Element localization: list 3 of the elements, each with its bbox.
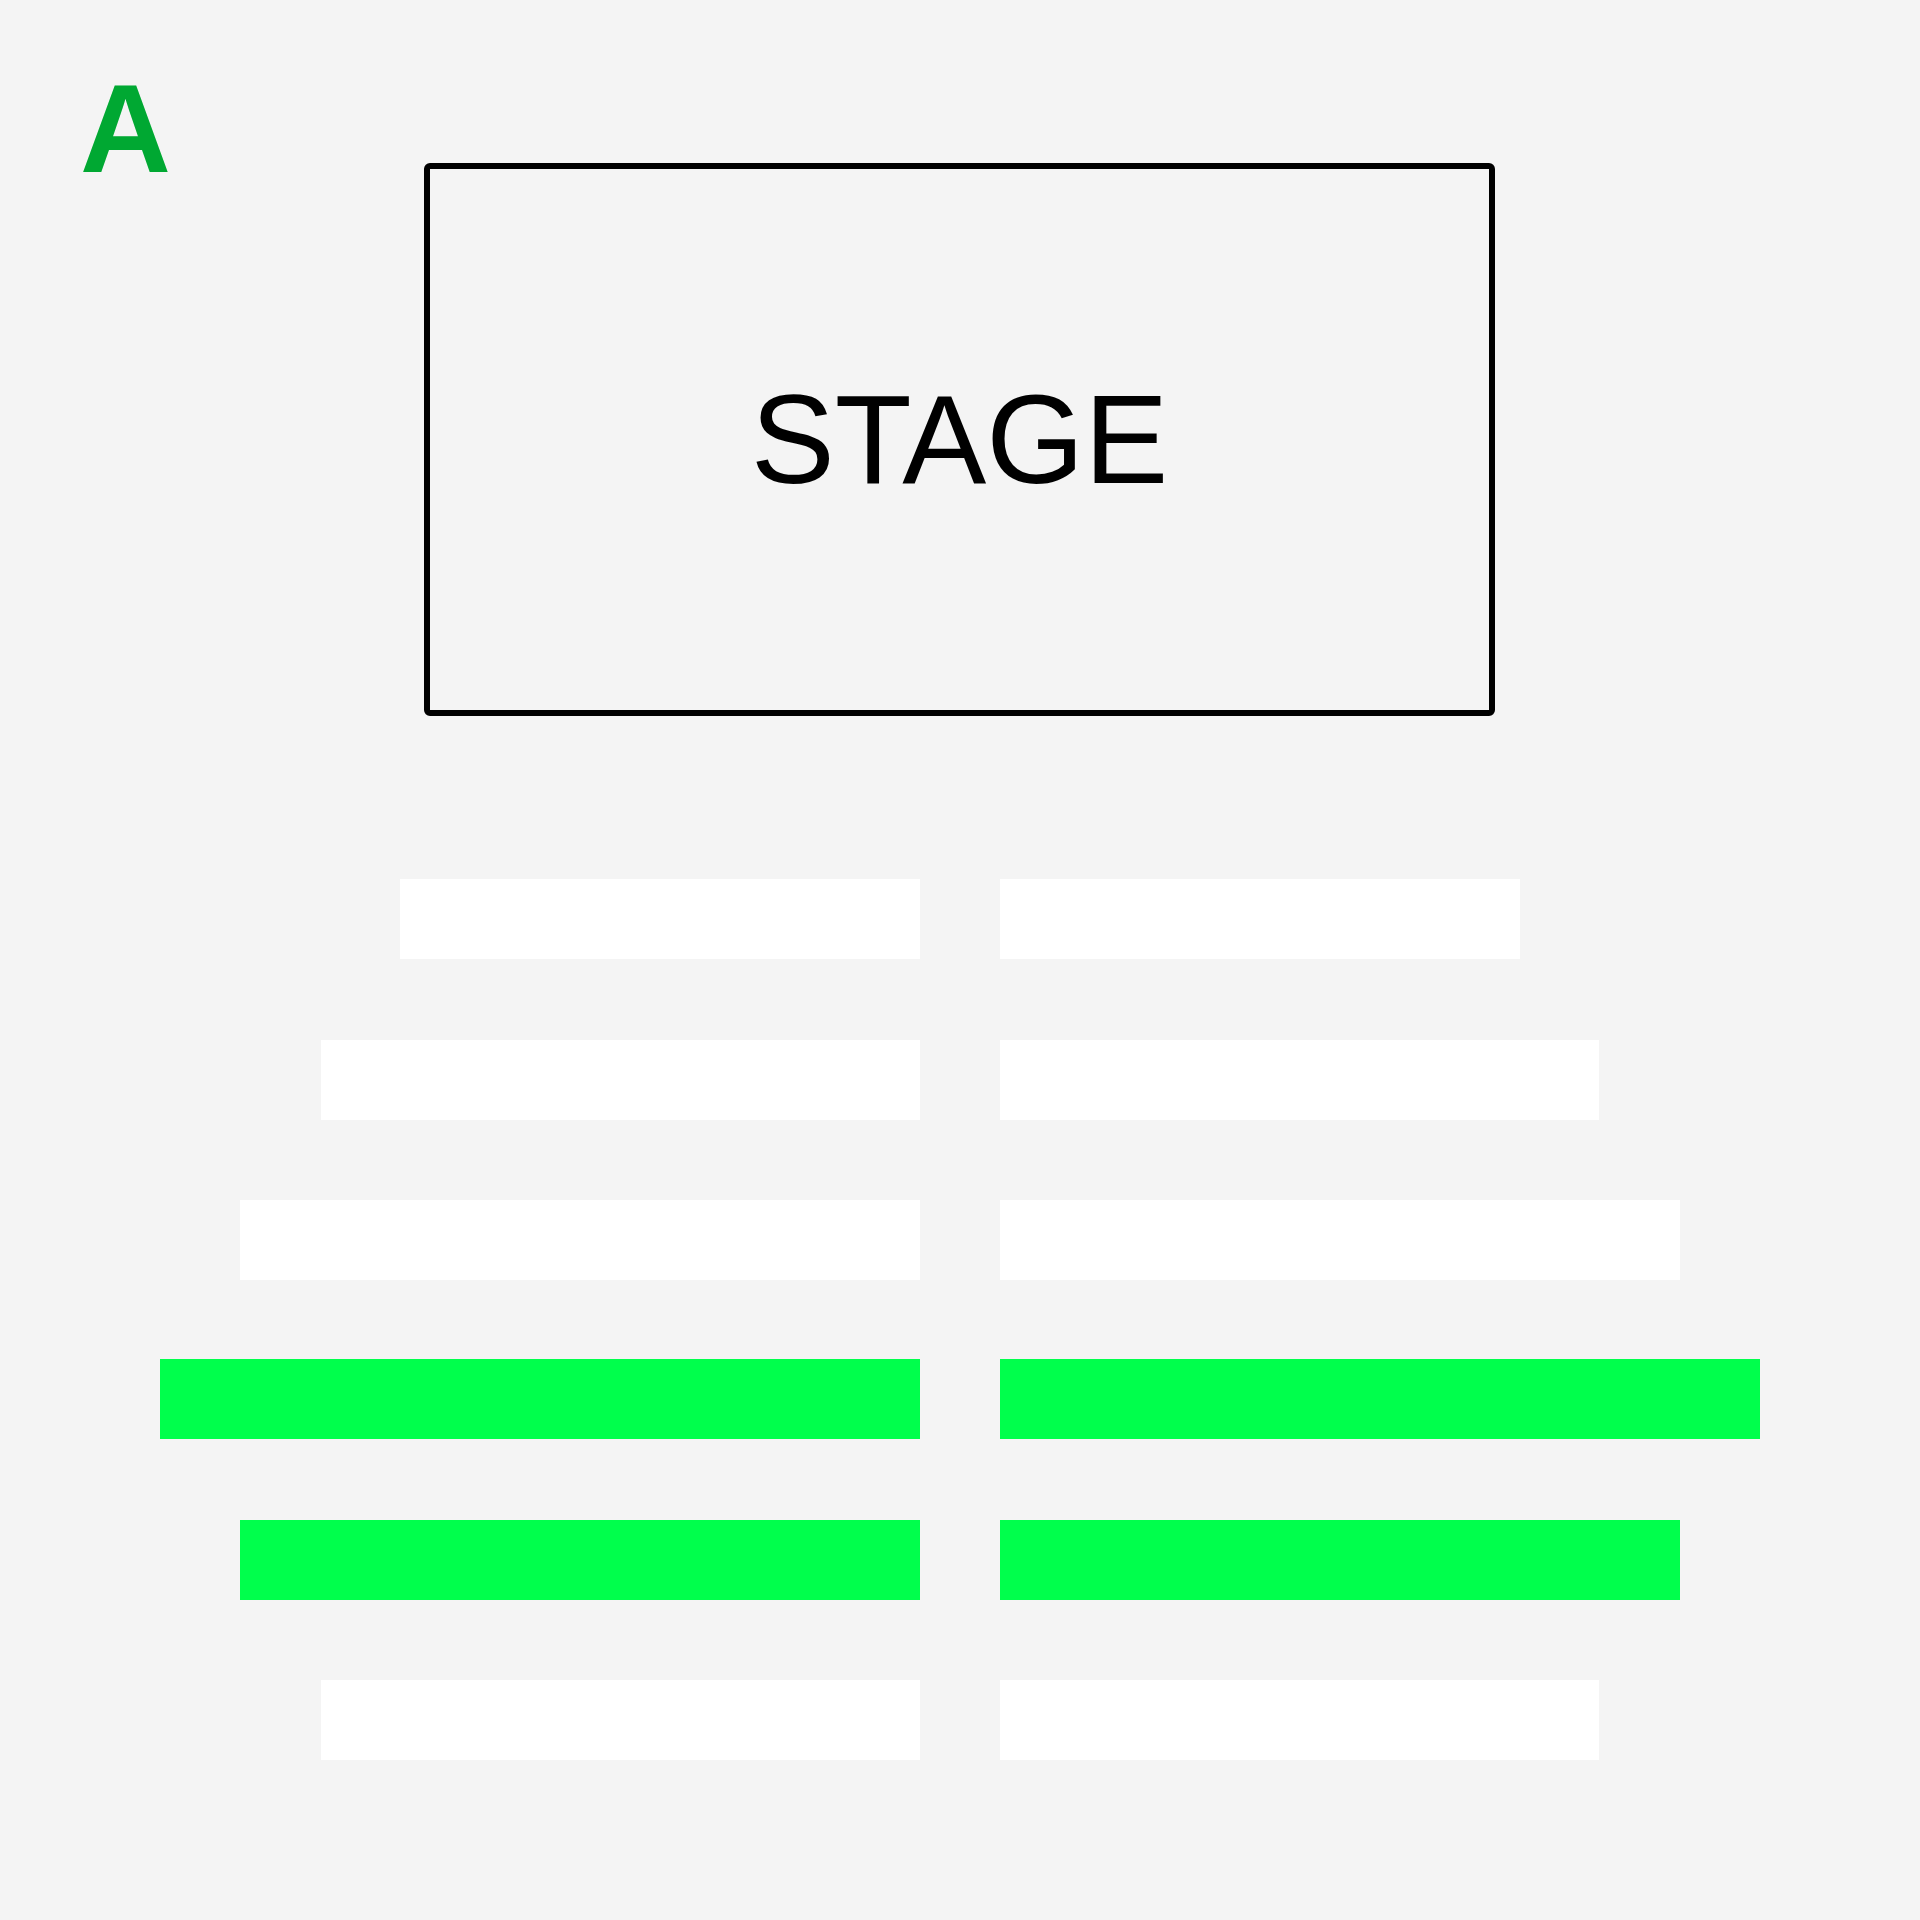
stage-box xyxy=(424,163,1495,716)
section-letter: A xyxy=(80,66,171,192)
stage-label: STAGE xyxy=(750,376,1169,503)
